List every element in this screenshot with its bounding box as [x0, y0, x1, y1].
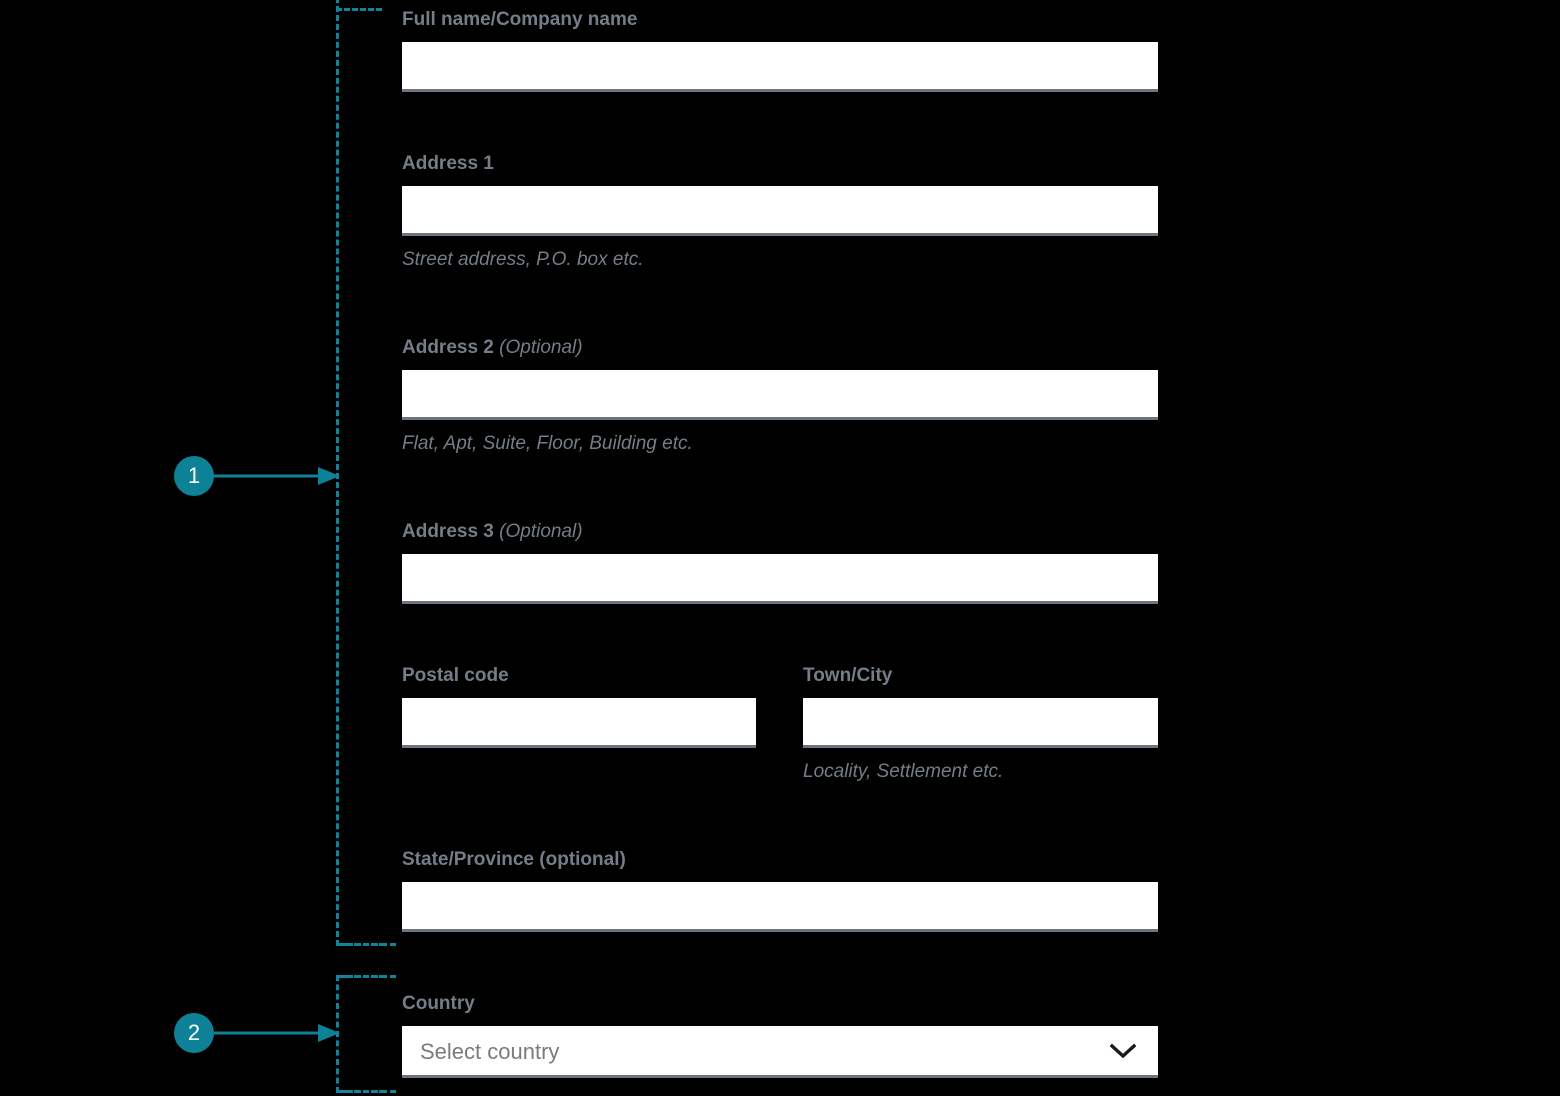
field-address-2-hint: Flat, Apt, Suite, Floor, Building etc. — [402, 433, 693, 454]
chevron-down-icon — [1110, 1043, 1136, 1058]
dashed-stub-top-region-1 — [336, 8, 382, 11]
callout-2-arrow-icon — [214, 1024, 340, 1042]
address-2-input[interactable] — [402, 370, 1158, 420]
field-address-2-optional-tag: (Optional) — [499, 337, 583, 358]
field-address-2-label: Address 2 (Optional) — [402, 336, 1158, 360]
callout-1-arrow-icon — [214, 467, 340, 485]
full-name-input[interactable] — [402, 42, 1158, 92]
dashed-stub-top — [339, 975, 385, 978]
field-town-city-label: Town/City — [803, 664, 1158, 688]
field-address-1: Address 1 Street address, P.O. box etc. — [402, 152, 1158, 272]
country-select[interactable]: Select country — [402, 1026, 1158, 1078]
field-address-1-hint: Street address, P.O. box etc. — [402, 249, 644, 270]
town-city-input[interactable] — [803, 698, 1158, 748]
field-country: Country Select country — [402, 992, 1158, 1078]
field-state-province-label-text: State/Province (optional) — [402, 849, 626, 870]
field-address-2-label-text: Address 2 — [402, 337, 494, 358]
field-address-1-label-text: Address 1 — [402, 153, 494, 174]
field-address-1-label: Address 1 — [402, 152, 1158, 176]
country-select-value: Select country — [420, 1039, 560, 1064]
field-full-name: Full name/Company name — [402, 8, 1158, 92]
field-state-province-label: State/Province (optional) — [402, 848, 1158, 872]
callout-2-badge: 2 — [174, 1013, 214, 1053]
state-province-input[interactable] — [402, 882, 1158, 932]
address-1-input[interactable] — [402, 186, 1158, 236]
postal-code-input[interactable] — [402, 698, 756, 748]
field-state-province: State/Province (optional) — [402, 848, 1158, 932]
dashed-stub-bottom — [339, 943, 385, 946]
dashed-stub-bottom-2 — [339, 1090, 385, 1093]
field-full-name-label: Full name/Company name — [402, 8, 1158, 32]
callout-2: 2 — [174, 1013, 340, 1053]
field-postal-code-label: Postal code — [402, 664, 756, 688]
field-country-label: Country — [402, 992, 1158, 1016]
field-town-city-hint: Locality, Settlement etc. — [803, 761, 1004, 782]
field-town-city-label-text: Town/City — [803, 665, 893, 686]
field-country-label-text: Country — [402, 993, 475, 1014]
field-address-3-label-text: Address 3 — [402, 521, 494, 542]
field-address-3: Address 3 (Optional) — [402, 520, 1158, 604]
field-address-3-optional-tag: (Optional) — [499, 521, 583, 542]
annotation-region-address — [336, 0, 396, 946]
callout-1-badge: 1 — [174, 456, 214, 496]
address-3-input[interactable] — [402, 554, 1158, 604]
field-postal-code: Postal code — [402, 664, 756, 748]
field-address-2: Address 2 (Optional) Flat, Apt, Suite, F… — [402, 336, 1158, 456]
annotation-region-country — [336, 975, 396, 1093]
field-full-name-label-text: Full name/Company name — [402, 9, 638, 30]
field-address-3-label: Address 3 (Optional) — [402, 520, 1158, 544]
callout-1: 1 — [174, 456, 340, 496]
field-town-city: Town/City Locality, Settlement etc. — [803, 664, 1158, 784]
field-postal-code-label-text: Postal code — [402, 665, 509, 686]
